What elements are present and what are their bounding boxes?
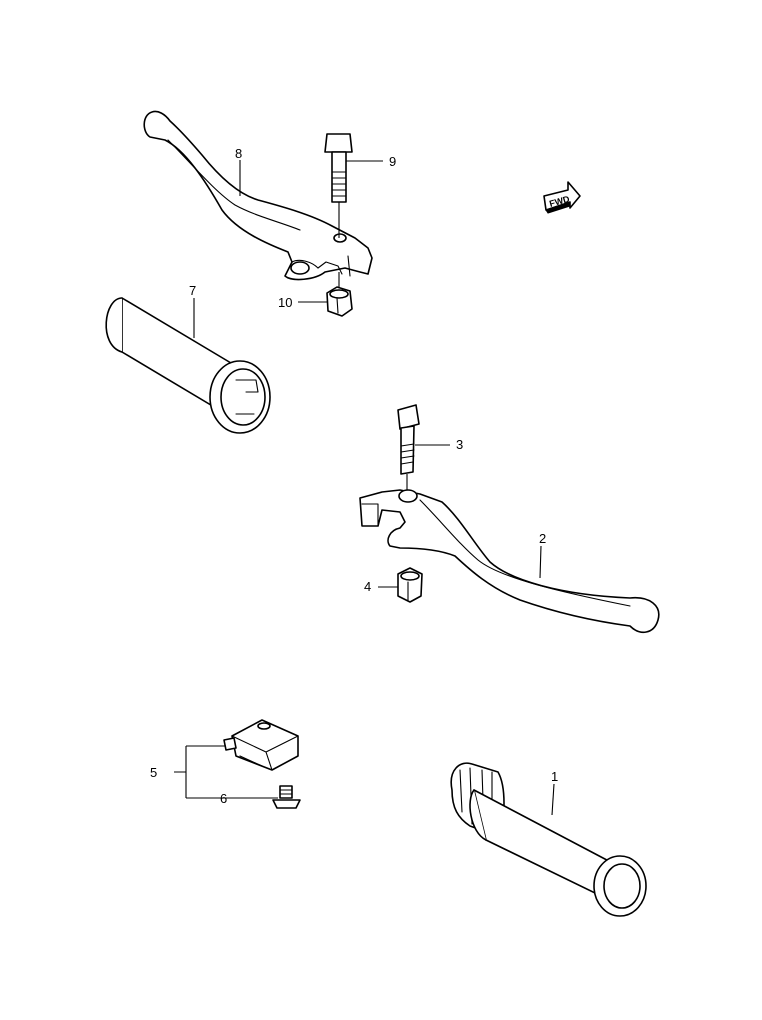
front-brake-lever bbox=[359, 489, 660, 633]
callout-5: 5 bbox=[150, 765, 157, 780]
callout-leaders bbox=[174, 160, 555, 816]
left-grip bbox=[105, 297, 271, 434]
callout-8: 8 bbox=[235, 146, 242, 161]
switch-assembly bbox=[223, 719, 299, 771]
clutch-lever bbox=[143, 110, 373, 281]
clutch-lever-nut bbox=[326, 272, 353, 317]
leader-5 bbox=[174, 745, 278, 799]
callout-4: 4 bbox=[364, 579, 371, 594]
leader-1 bbox=[551, 783, 555, 816]
clutch-lever-bolt bbox=[324, 133, 353, 238]
brake-lever-nut bbox=[397, 567, 423, 603]
fwd-arrow: FWD bbox=[543, 181, 581, 214]
leader-2 bbox=[539, 545, 542, 579]
callout-9: 9 bbox=[389, 154, 396, 169]
callout-labels: 1 2 3 4 5 6 7 8 9 10 bbox=[150, 146, 558, 806]
callout-10: 10 bbox=[278, 295, 292, 310]
callout-3: 3 bbox=[456, 437, 463, 452]
switch-screw bbox=[272, 785, 301, 809]
callout-7: 7 bbox=[189, 283, 196, 298]
callout-1: 1 bbox=[551, 769, 558, 784]
throttle-grip bbox=[450, 762, 647, 917]
brake-lever-bolt bbox=[397, 404, 420, 490]
callout-6: 6 bbox=[220, 791, 227, 806]
callout-2: 2 bbox=[539, 531, 546, 546]
